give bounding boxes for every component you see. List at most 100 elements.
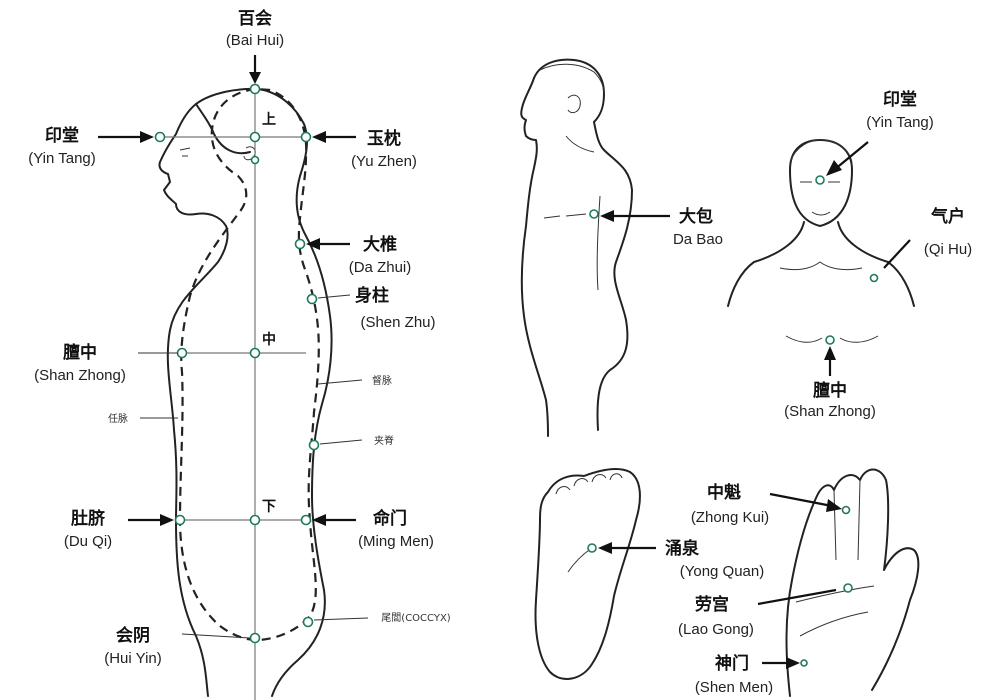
label-shen-zhu-zh: 身柱: [355, 285, 389, 306]
arrow-shan-zhong-front: [824, 346, 836, 376]
point-da-bao: [590, 210, 598, 218]
meridian-path: [180, 89, 319, 640]
profile-front-outline: [521, 78, 548, 436]
line-coccyx: [314, 618, 368, 620]
label-yin-tang-zh: 印堂: [45, 125, 79, 146]
arrow-shen-men: [762, 657, 800, 669]
label-shan-zhong-zh: 膻中: [63, 342, 97, 363]
label-shen-men-py: (Shen Men): [695, 679, 773, 696]
front-clavicle: [780, 262, 862, 270]
profile-arm: [597, 196, 600, 290]
label-yong-quan-py: (Yong Quan): [680, 563, 765, 580]
label-qi-hu-py: (Qi Hu): [924, 241, 972, 258]
label-ming-men-zh: 命门: [372, 508, 407, 529]
label-da-bao-py: Da Bao: [673, 231, 723, 248]
label-zhong-kui-zh: 中魁: [707, 482, 741, 503]
point-shan-zhong-front: [826, 336, 834, 344]
arrow-qi-hu: [884, 240, 910, 268]
label-da-zhui-py: (Da Zhui): [349, 259, 412, 276]
point-lao-gong: [844, 584, 852, 592]
point-yong-quan: [588, 544, 596, 552]
hand-fingers: [834, 480, 860, 560]
profile-torso-figure: 大包 Da Bao: [521, 60, 723, 436]
point-yu-zhen: [302, 133, 311, 142]
label-ming-men-py: (Ming Men): [358, 533, 434, 550]
face-detail: [196, 104, 250, 153]
point-center-head: [252, 157, 259, 164]
point-center-middle: [251, 349, 260, 358]
label-da-zhui-zh: 大椎: [363, 234, 397, 255]
hand-palm-figure: 中魁 (Zhong Kui) 劳宫 (Lao Gong) 神门 (Shen Me…: [678, 470, 918, 697]
label-zhong-kui-py: (Zhong Kui): [691, 509, 769, 526]
profile-head-outline: [534, 60, 632, 430]
label-bai-hui-py: (Bai Hui): [226, 32, 284, 49]
label-shan-zhong-front-py: (Shan Zhong): [784, 403, 876, 420]
point-jia-ji: [310, 441, 319, 450]
body-outline: [159, 89, 258, 696]
arrow-yu-zhen: [312, 131, 356, 143]
label-shan-zhong-py: (Shan Zhong): [34, 367, 126, 384]
label-shan-zhong-front-zh: 膻中: [813, 380, 847, 401]
label-da-bao-zh: 大包: [679, 206, 713, 227]
back-outline: [258, 89, 332, 696]
marker-upper: 上: [262, 112, 276, 128]
label-bai-hui-zh: 百会: [238, 8, 272, 29]
label-shen-zhu-py: (Shen Zhu): [360, 314, 435, 331]
point-coccyx: [304, 618, 313, 627]
label-qi-hu-zh: 气户: [930, 206, 965, 227]
eye-detail: [180, 148, 190, 156]
label-lao-gong-zh: 劳宫: [695, 594, 729, 615]
side-body-figure: 上 中 下: [28, 8, 451, 700]
point-hui-yin: [251, 634, 260, 643]
front-hair: [790, 140, 852, 162]
front-mouth: [812, 212, 830, 215]
label-du-mai: 督脉: [372, 374, 392, 387]
point-center-upper: [251, 133, 260, 142]
point-zhong-kui: [843, 507, 850, 514]
foot-outline: [536, 469, 640, 679]
foot-crease: [568, 548, 592, 572]
marker-lower: 下: [262, 499, 276, 515]
point-shan-zhong: [178, 349, 187, 358]
arrow-zhong-kui: [770, 494, 842, 512]
label-coccyx: 尾閭(COCCYX): [381, 612, 451, 624]
label-yu-zhen-py: (Yu Zhen): [351, 153, 417, 170]
arrow-ming-men: [312, 514, 356, 526]
label-lao-gong-py: (Lao Gong): [678, 621, 754, 638]
point-du-qi: [176, 516, 185, 525]
arrow-yin-tang-front: [826, 142, 868, 176]
point-shen-zhu: [308, 295, 317, 304]
marker-middle: 中: [262, 331, 276, 348]
profile-ear: [568, 95, 580, 112]
profile-chest-line: [544, 214, 586, 218]
point-ming-men: [302, 516, 311, 525]
label-hui-yin-zh: 会阴: [116, 625, 150, 646]
arrow-du-qi: [128, 514, 174, 526]
point-da-zhui: [296, 240, 305, 249]
line-du-mai: [318, 380, 362, 384]
label-du-qi-py: (Du Qi): [64, 533, 112, 550]
label-ren-mai: 任脉: [108, 412, 128, 425]
point-bai-hui: [251, 85, 260, 94]
label-yin-tang-front-py: (Yin Tang): [866, 114, 934, 131]
point-shen-men: [801, 660, 807, 666]
hand-lines: [796, 586, 874, 636]
arrow-da-bao: [600, 210, 670, 222]
point-yin-tang-front: [816, 176, 824, 184]
profile-neck: [566, 136, 594, 152]
line-jia-ji: [320, 440, 362, 444]
label-shen-men-zh: 神门: [715, 653, 749, 674]
arrow-yin-tang: [98, 131, 154, 143]
label-yin-tang-py: (Yin Tang): [28, 150, 96, 167]
point-center-lower: [251, 516, 260, 525]
front-shoulders: [728, 222, 914, 306]
line-shen-zhu: [318, 295, 350, 298]
arrow-bai-hui: [249, 55, 261, 84]
label-yu-zhen-zh: 玉枕: [367, 128, 401, 149]
label-jia-ji: 夹脊: [374, 434, 394, 447]
label-hui-yin-py: (Hui Yin): [104, 650, 162, 667]
point-qi-hu: [871, 275, 878, 282]
point-yin-tang: [156, 133, 165, 142]
label-yong-quan-zh: 涌泉: [665, 538, 700, 559]
